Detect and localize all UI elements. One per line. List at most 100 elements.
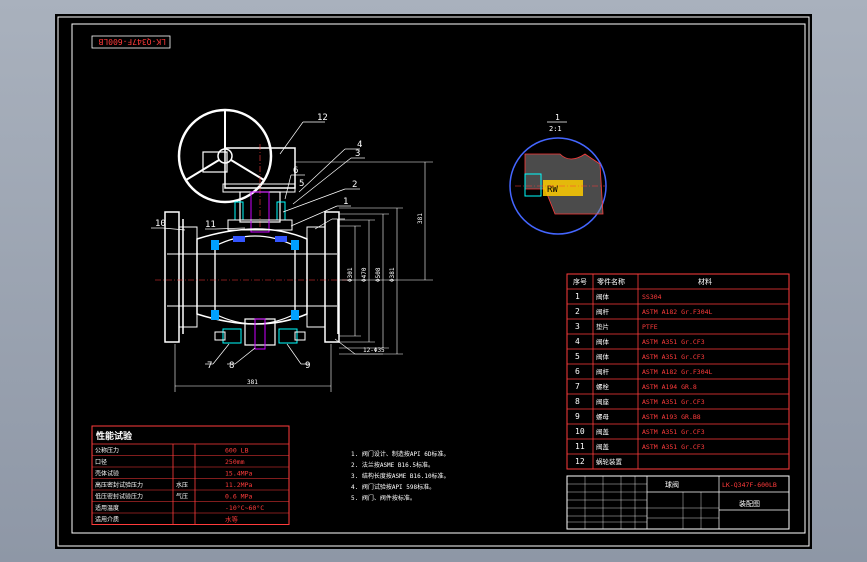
leader-lines — [151, 121, 365, 365]
perf-row-value: -10°C~60°C — [225, 504, 264, 512]
perf-row-label: 壳体试验 — [95, 470, 119, 478]
balloon-7: 7 — [207, 361, 212, 371]
perf-row-value: 11.2MPa — [225, 481, 252, 489]
bom-header-no: 序号 — [573, 277, 587, 286]
bom-row-name: 阀盖 — [596, 442, 610, 451]
note-line: 3. 结构长度按ASME B16.10标准。 — [351, 472, 450, 480]
bom-header-name: 零件名称 — [597, 277, 625, 286]
bom-row-name: 阀体 — [596, 337, 610, 346]
note-line: 1. 阀门设计、制造按API 6D标准。 — [351, 450, 450, 458]
balloon-5: 5 — [299, 179, 304, 189]
balloon-9: 9 — [305, 361, 310, 371]
perf-row-sub: 气压 — [176, 493, 188, 501]
bom-row-name: 螺栓 — [596, 382, 610, 391]
drawing-number: LK-Q347F-600LB — [722, 481, 777, 489]
dim-height: 381 — [417, 213, 424, 224]
drawing-sheet: LK-Q347F-600LB — [55, 14, 812, 549]
note-line: 5. 阀门、阀件按标准。 — [351, 494, 416, 502]
stamp-box — [91, 35, 171, 49]
title-block: 球阀 LK-Q347F-600LB 装配图 — [566, 475, 790, 530]
bom-table: 序号 零件名称 材料 1 阀体 SS304 2 阀杆 ASTM A182 Gr.F304L 3 垫片… — [566, 273, 790, 470]
outer-border — [57, 16, 810, 547]
bom-row-no: 10 — [575, 427, 585, 436]
bom-row-name: 阀杆 — [596, 307, 610, 316]
handwheel-rim — [177, 108, 273, 204]
bom-row-material: ASTM A193 GR.B8 — [642, 413, 701, 421]
bom-row-material: ASTM A351 Gr.CF3 — [642, 338, 705, 346]
bom-row-no: 3 — [575, 322, 580, 331]
dim-d2: Φ470 — [361, 267, 368, 282]
note-line: 4. 阀门试验按API 598标准。 — [351, 483, 435, 491]
bom-row-no: 7 — [575, 382, 580, 391]
inner-border — [71, 23, 806, 534]
perf-row-label: 公称压力 — [95, 447, 119, 455]
perf-row-value: 600 LB — [225, 447, 249, 455]
bom-row-material: ASTM A351 Gr.CF3 — [642, 353, 705, 361]
perf-row-value: 15.4MPa — [225, 470, 252, 478]
bom-row-no: 12 — [575, 457, 585, 466]
balloon-8: 8 — [229, 361, 234, 371]
bom-row-name: 垫片 — [596, 322, 609, 331]
detail-inset-label: RW — [547, 185, 558, 195]
bom-row-material: ASTM A182 Gr.F304L — [642, 308, 713, 316]
left-flange — [164, 211, 180, 343]
bom-row-no: 5 — [575, 352, 580, 361]
bom-row-material: ASTM A351 Gr.CF3 — [642, 443, 705, 451]
bom-row-name: 阀盖 — [596, 427, 610, 436]
perf-title: 性能试验 — [96, 430, 133, 442]
dim-length: 381 — [247, 379, 258, 386]
bom-row-name: 蜗轮装置 — [596, 457, 623, 466]
detail-number: 1 — [555, 113, 560, 122]
bom-row-material: ASTM A351 Gr.CF3 — [642, 428, 705, 436]
bom-row-no: 6 — [575, 367, 580, 376]
bom-row-material: PTFE — [642, 323, 658, 331]
bom-row-material: ASTM A351 Gr.CF3 — [642, 398, 705, 406]
balloon-3: 3 — [355, 149, 360, 159]
bom-row-no: 9 — [575, 412, 580, 421]
balloon-numbers: 12 4 3 2 1 6 5 10 11 7 8 9 — [155, 113, 362, 371]
perf-row-value: 250mm — [225, 458, 245, 466]
ball-valve-assembly — [155, 108, 350, 350]
dim-d3: Φ508 — [375, 267, 382, 282]
perf-row-label: 适用介质 — [95, 516, 119, 524]
perf-row-label: 高压密封试验压力 — [95, 481, 143, 489]
drawing-name: 装配图 — [739, 499, 760, 508]
balloon-11: 11 — [205, 220, 216, 230]
tech-notes: 1. 阀门设计、制造按API 6D标准。 2. 法兰按ASME B16.5标准。 3… — [351, 450, 450, 502]
cad-drawing: LK-Q347F-600LB — [57, 16, 810, 547]
bom-row-material: ASTM A194 GR.8 — [642, 383, 697, 391]
bom-row-name: 阀杆 — [596, 367, 610, 376]
bom-row-no: 4 — [575, 337, 580, 346]
note-line: 2. 法兰按ASME B16.5标准。 — [351, 461, 434, 469]
perf-row-label: 口径 — [95, 458, 107, 466]
perf-row-value: 水等 — [225, 515, 239, 524]
balloon-10: 10 — [155, 219, 166, 229]
balloon-6: 6 — [293, 166, 298, 176]
bom-row-name: 阀体 — [596, 292, 610, 301]
perf-row-value: 0.6 MPa — [225, 493, 252, 501]
balloon-2: 2 — [352, 180, 357, 190]
bom-row-material: ASTM A182 Gr.F304L — [642, 368, 713, 376]
detail-scale: 2:1 — [549, 125, 562, 133]
bom-row-name: 阀座 — [596, 397, 610, 406]
perf-row-sub: 水压 — [176, 481, 188, 489]
dim-d4: Φ381 — [389, 267, 396, 282]
bom-row-no: 11 — [575, 442, 585, 451]
bom-row-material: SS304 — [642, 293, 662, 301]
right-flange — [324, 211, 340, 343]
dim-d1: Φ301 — [347, 267, 354, 282]
dim-bolts: 12-Φ35 — [363, 347, 385, 354]
detail-view: 1 2:1 RW — [509, 113, 607, 235]
bom-row-no: 2 — [575, 307, 580, 316]
bom-row-name: 阀体 — [596, 352, 610, 361]
title-block-label: 球阀 — [665, 480, 679, 489]
bom-header-material: 材料 — [698, 277, 712, 286]
bom-row-no: 1 — [575, 292, 580, 301]
valve-body — [196, 228, 308, 325]
balloon-12: 12 — [317, 113, 328, 123]
detail-circle — [509, 137, 607, 235]
perf-row-label: 低压密封试验压力 — [95, 493, 143, 501]
balloon-4: 4 — [357, 140, 362, 150]
bom-row-name: 螺母 — [596, 412, 610, 421]
